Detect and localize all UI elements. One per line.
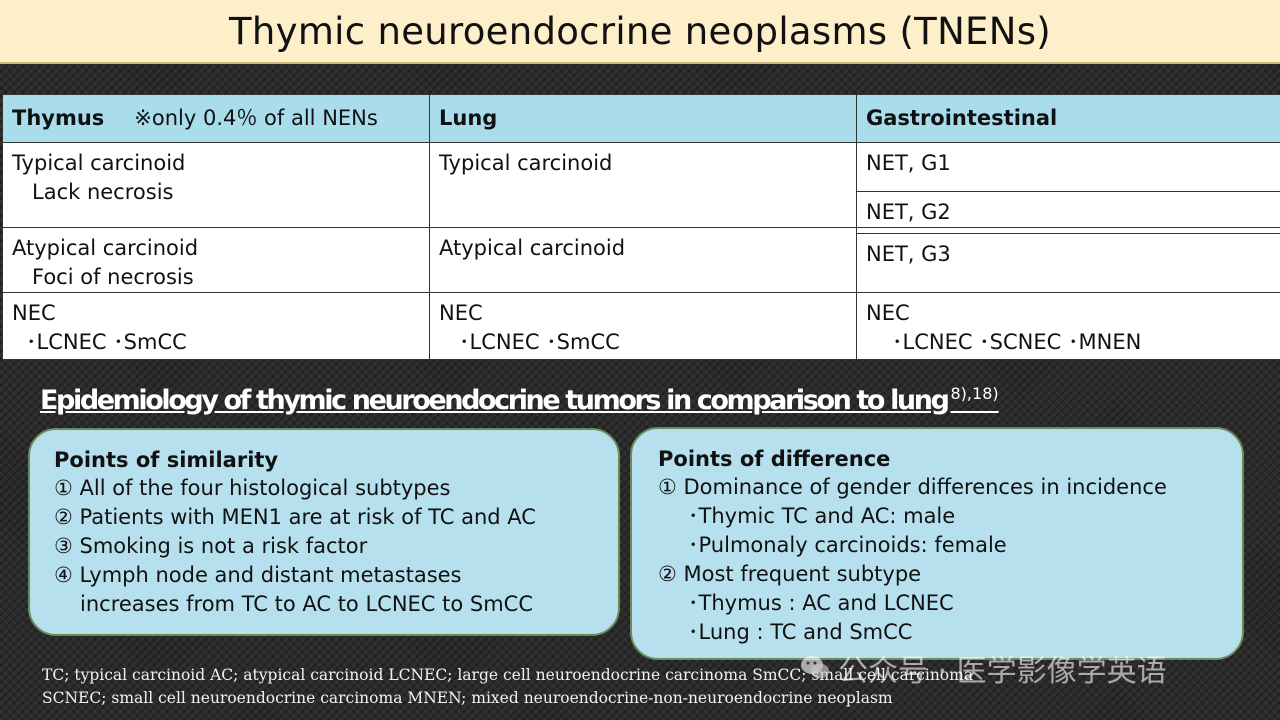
- table-row: NET, G2: [3, 191, 1280, 228]
- difference-item: ② Most frequent subtype: [658, 562, 922, 586]
- cell-gi-g2: NET, G2: [856, 191, 1280, 228]
- similarity-item: ① All of the four histological subtypes: [54, 476, 451, 500]
- difference-title: Points of difference: [658, 447, 891, 471]
- difference-subitem: ･Thymus : AC and LCNEC: [688, 591, 954, 615]
- cell-lung-nec: NEC ･LCNEC ･SmCC: [429, 292, 857, 360]
- cell-gi-g3: NET, G3: [856, 232, 1280, 294]
- header-gastrointestinal: Gastrointestinal: [856, 94, 1280, 143]
- difference-item: ① Dominance of gender differences in inc…: [658, 475, 1167, 499]
- footnote-line: TC; typical carcinoid AC; atypical carci…: [42, 666, 974, 684]
- cell-lung-tc: Typical carcinoid: [429, 142, 857, 228]
- watermark: 公众号 · 医学影像学英语: [800, 646, 1167, 690]
- similarity-box: Points of similarity ① All of the four h…: [28, 428, 620, 636]
- abbreviations-footnote: TC; typical carcinoid AC; atypical carci…: [42, 664, 1262, 710]
- difference-subitem: ･Lung : TC and SmCC: [688, 620, 913, 644]
- nen-classification-table: Thymus※only 0.4％ of all NENs Lung Gastro…: [2, 94, 1280, 360]
- header-lung: Lung: [429, 94, 857, 143]
- footnote-line: SCNEC; small cell neuroendocrine carcino…: [42, 689, 893, 707]
- similarity-item: ② Patients with MEN1 are at risk of TC a…: [54, 505, 536, 529]
- table-header-row: Thymus※only 0.4％ of all NENs Lung Gastro…: [2, 94, 1280, 143]
- cell-gi-nec: NEC ･LCNEC ･SCNEC ･MNEN: [856, 292, 1280, 360]
- difference-subitem: ･Pulmonaly carcinoids: female: [688, 533, 1007, 557]
- table-row: Atypical carcinoid Foci of necrosis Atyp…: [2, 227, 1280, 293]
- cell-thymus-nec: NEC ･LCNEC ･SmCC: [2, 292, 430, 360]
- similarity-item-continued: increases from TC to AC to LCNEC to SmCC: [80, 592, 534, 616]
- table-row: NET, G3: [3, 232, 1280, 294]
- table-row: NEC ･LCNEC ･SmCC NEC ･LCNEC ･SmCC NEC ･L…: [2, 292, 1280, 360]
- slide-title: Thymic neuroendocrine neoplasms (TNENs): [228, 9, 1052, 53]
- title-bar: Thymic neuroendocrine neoplasms (TNENs): [0, 0, 1280, 64]
- epidemiology-heading: Epidemiology of thymic neuroendocrine tu…: [40, 384, 999, 416]
- thymus-note: ※only 0.4％ of all NENs: [134, 106, 378, 130]
- difference-subitem: ･Thymic TC and AC: male: [688, 504, 956, 528]
- table-row: Typical carcinoid Lack necrosis Typical …: [2, 142, 1280, 228]
- similarity-item: ④ Lymph node and distant metastases: [54, 563, 462, 587]
- wechat-icon: [801, 656, 829, 679]
- watermark-text: 公众号 · 医学影像学英语: [838, 654, 1167, 689]
- cell-lung-ac: Atypical carcinoid: [429, 227, 857, 293]
- cell-thymus-tc: Typical carcinoid Lack necrosis: [2, 142, 430, 228]
- cell-gi-g1: NET, G1: [856, 142, 1280, 192]
- header-thymus: Thymus※only 0.4％ of all NENs: [2, 94, 430, 143]
- reference-superscript: 8),18): [950, 384, 999, 403]
- difference-box: Points of difference ① Dominance of gend…: [630, 427, 1244, 660]
- similarity-title: Points of similarity: [54, 448, 279, 472]
- similarity-item: ③ Smoking is not a risk factor: [54, 534, 368, 558]
- cell-thymus-ac: Atypical carcinoid Foci of necrosis: [2, 227, 430, 293]
